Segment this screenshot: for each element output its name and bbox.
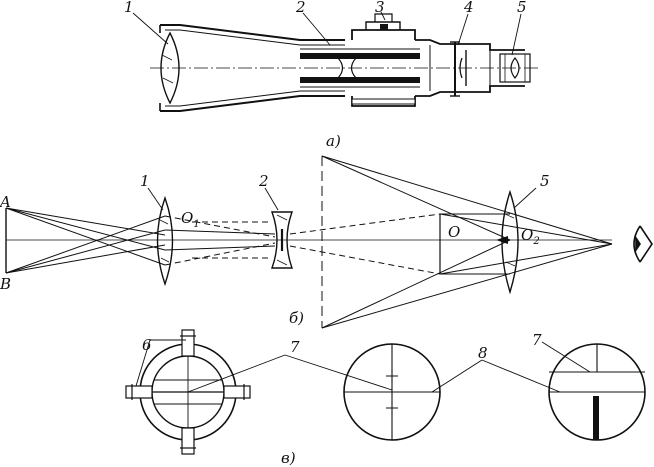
reticle-post [548, 343, 646, 441]
label-8: 8 [478, 344, 488, 362]
eye-icon [633, 225, 653, 263]
label-A: A [0, 193, 11, 211]
label-3-a: 3 [375, 0, 385, 16]
fig-b-leaders [147, 187, 537, 211]
fig-c-leaders [135, 339, 591, 393]
label-7-right: 7 [532, 331, 542, 349]
caption-a: а) [326, 132, 341, 150]
fig-a-leaders [132, 11, 522, 56]
label-2-a: 2 [295, 0, 306, 16]
label-B: B [0, 275, 11, 293]
reticle-crosshair [343, 343, 441, 441]
reticle-with-screws [125, 329, 251, 455]
label-5-b: 5 [540, 172, 550, 190]
label-O1: O1 [181, 209, 200, 230]
telescope-section [150, 13, 540, 112]
caption-c: в) [281, 449, 296, 467]
label-1-a: 1 [124, 0, 134, 16]
label-4-a: 4 [463, 0, 474, 16]
caption-b: б) [289, 309, 304, 327]
label-5-a: 5 [517, 0, 527, 16]
label-6: 6 [142, 336, 152, 354]
label-O: O [448, 223, 460, 241]
label-1-b: 1 [140, 172, 150, 190]
label-2-b: 2 [258, 172, 269, 190]
label-O2: O2 [521, 226, 540, 247]
label-7-left: 7 [290, 338, 300, 356]
ray-diagram [5, 155, 613, 329]
